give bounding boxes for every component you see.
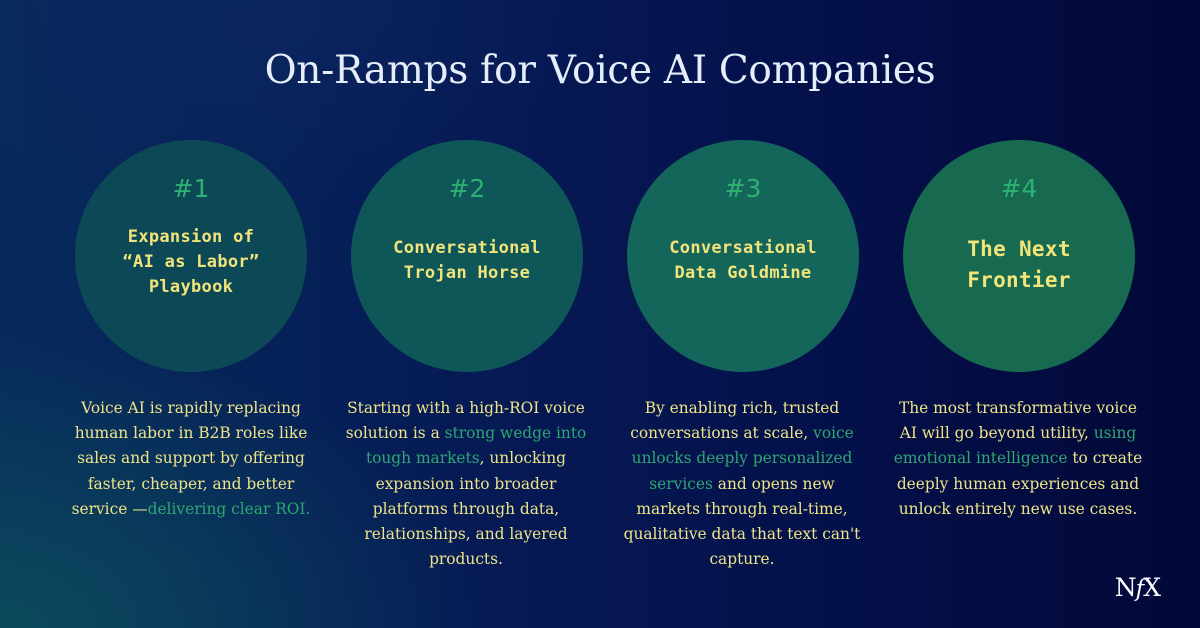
card-circle-4: #4 The Next Frontier	[903, 140, 1135, 372]
card-circle-1: #1 Expansion of “AI as Labor” Playbook	[75, 140, 307, 372]
card-title-line: Conversational	[669, 238, 817, 258]
card-title-line: Playbook	[148, 277, 234, 297]
description-highlight: strong wedge into tough markets	[365, 424, 587, 468]
card-number-4: #4	[1000, 174, 1038, 203]
description-text: , unlocking expansion into broader platf…	[364, 449, 568, 569]
card-title-line: Data Goldmine	[674, 263, 812, 283]
description-text: The most transformative voice AI will go…	[898, 399, 1138, 443]
description-text: Voice AI is rapidly replacing human labo…	[71, 399, 308, 518]
description-text: Starting with a high-ROI voice solution …	[345, 399, 585, 443]
card-description-1: Voice AI is rapidly replacing human labo…	[66, 396, 316, 522]
card-title-line: “AI as Labor”	[122, 252, 260, 272]
card-title-4: The Next Frontier	[903, 234, 1135, 296]
logo-letter: N	[1114, 573, 1137, 602]
card-description-2: Starting with a high-ROI voice solution …	[341, 396, 591, 572]
logo-letter: f	[1135, 576, 1144, 602]
card-number-2: #2	[448, 174, 486, 203]
description-highlight: using emotional intelligence	[893, 424, 1137, 468]
card-circle-2: #2 Conversational Trojan Horse	[351, 140, 583, 372]
description-text: By enabling rich, trusted conversations …	[630, 399, 840, 443]
card-description-4: The most transformative voice AI will go…	[893, 396, 1143, 522]
nfx-logo: NfX	[1114, 573, 1161, 602]
card-circle-3: #3 Conversational Data Goldmine	[627, 140, 859, 372]
card-title-2: Conversational Trojan Horse	[351, 236, 583, 286]
card-number-1: #1	[172, 174, 210, 203]
card-title-3: Conversational Data Goldmine	[627, 236, 859, 286]
card-title-line: Frontier	[967, 268, 1071, 292]
card-number-3: #3	[724, 174, 762, 203]
card-title-line: Expansion of	[127, 227, 255, 247]
description-text: and opens new markets through real-time,…	[623, 474, 861, 569]
page-title: On-Ramps for Voice AI Companies	[264, 48, 936, 93]
description-text: to create deeply human experiences and u…	[896, 449, 1143, 518]
description-highlight: voice unlocks deeply personalized servic…	[631, 424, 854, 493]
card-title-line: Trojan Horse	[403, 263, 531, 283]
card-description-3: By enabling rich, trusted conversations …	[617, 396, 867, 572]
card-title-line: Conversational	[393, 238, 541, 258]
logo-letter: X	[1143, 573, 1161, 602]
card-title-1: Expansion of “AI as Labor” Playbook	[75, 225, 307, 300]
card-title-line: The Next	[967, 237, 1071, 261]
description-highlight: delivering clear ROI.	[147, 499, 311, 518]
